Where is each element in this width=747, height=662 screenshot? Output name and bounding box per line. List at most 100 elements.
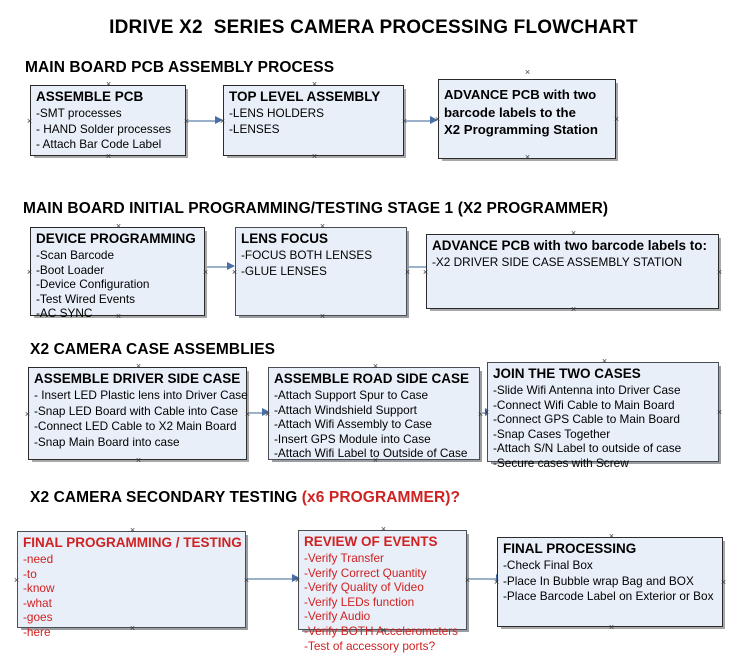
- anchor-handle-top[interactable]: [524, 69, 531, 76]
- anchor-handle-right[interactable]: [202, 269, 209, 276]
- box-line: -Snap Main Board into case: [34, 434, 180, 449]
- box-lens-focus[interactable]: LENS FOCUS -FOCUS BOTH LENSES -GLUE LENS…: [235, 227, 407, 316]
- anchor-handle-top[interactable]: [311, 81, 318, 88]
- connector-lens-focus-to-advance-pcb-driver: [409, 266, 431, 268]
- anchor-handle-bottom[interactable]: [319, 313, 326, 320]
- anchor-handle-left[interactable]: [219, 118, 226, 125]
- box-title: LENS FOCUS: [241, 231, 329, 246]
- anchor-handle-right[interactable]: [716, 409, 723, 416]
- connector-final-programming-to-review-events: [248, 578, 296, 580]
- anchor-handle-left[interactable]: [294, 577, 301, 584]
- box-title: FINAL PROGRAMMING / TESTING: [23, 535, 242, 550]
- anchor-handle-left[interactable]: [26, 118, 33, 125]
- anchor-handle-top[interactable]: [115, 223, 122, 230]
- anchor-handle-top[interactable]: [319, 223, 326, 230]
- connector-review-events-to-final-processing: [469, 578, 502, 580]
- box-line: - Attach Bar Code Label: [36, 137, 162, 151]
- box-line: -Slide Wifi Antenna into Driver Case: [493, 383, 681, 397]
- page-title: IDRIVE X2 SERIES CAMERA PROCESSING FLOWC…: [109, 17, 638, 38]
- box-advance-pcb-programming-station[interactable]: ADVANCE PCB with two barcode labels to t…: [438, 79, 616, 159]
- anchor-handle-top[interactable]: [135, 363, 142, 370]
- box-line: -goes: [23, 610, 53, 625]
- anchor-handle-right[interactable]: [404, 269, 411, 276]
- anchor-handle-bottom[interactable]: [115, 313, 122, 320]
- box-line: -Verify LEDs function: [304, 594, 415, 609]
- box-top-level-assembly[interactable]: TOP LEVEL ASSEMBLY -LENS HOLDERS -LENSES: [223, 85, 404, 156]
- box-line: -Place Barcode Label on Exterior or Box: [503, 589, 714, 603]
- box-line: -X2 DRIVER SIDE CASE ASSEMBLY STATION: [432, 255, 683, 269]
- box-line: -Connect GPS Cable to Main Board: [493, 412, 680, 427]
- section-heading-text: MAIN BOARD PCB ASSEMBLY PROCESS: [25, 59, 335, 76]
- box-line: -SMT processes: [36, 106, 122, 120]
- anchor-handle-top[interactable]: [372, 363, 379, 370]
- box-advance-pcb-driver-side-station[interactable]: ADVANCE PCB with two barcode labels to: …: [426, 234, 719, 309]
- anchor-handle-bottom[interactable]: [608, 624, 615, 631]
- anchor-handle-top[interactable]: [570, 230, 577, 237]
- box-line: -Attach Windshield Support: [274, 402, 417, 417]
- anchor-handle-left[interactable]: [434, 116, 441, 123]
- anchor-handle-bottom[interactable]: [601, 459, 608, 466]
- anchor-handle-left[interactable]: [26, 269, 33, 276]
- section-heading-text: X2 CAMERA CASE ASSEMBLIES: [30, 341, 276, 358]
- connector-assemble-pcb-to-top-level: [188, 120, 218, 122]
- box-line: -LENSES: [229, 121, 280, 136]
- box-final-processing[interactable]: FINAL PROCESSING -Check Final Box -Place…: [497, 537, 723, 627]
- anchor-handle-right[interactable]: [613, 116, 620, 123]
- box-final-programming-testing[interactable]: FINAL PROGRAMMING / TESTING -need -to -k…: [17, 531, 246, 639]
- box-title: ASSEMBLE ROAD SIDE CASE: [274, 371, 470, 386]
- anchor-handle-top[interactable]: [380, 526, 387, 533]
- box-title: ASSEMBLE DRIVER SIDE CASE: [34, 371, 241, 386]
- box-assemble-driver-side-case[interactable]: ASSEMBLE DRIVER SIDE CASE - Insert LED P…: [28, 367, 248, 460]
- anchor-handle-left[interactable]: [493, 579, 500, 586]
- box-title: FINAL PROCESSING: [503, 541, 637, 556]
- box-line: -Verify Correct Quantity: [304, 565, 427, 580]
- box-title: ADVANCE PCB with two barcode labels to:: [432, 238, 708, 253]
- anchor-handle-right[interactable]: [720, 579, 727, 586]
- box-line: -Verify Transfer: [304, 551, 384, 565]
- box-line: -Attach Wifi Label to Outside of Case: [274, 446, 468, 461]
- box-line: -what: [23, 595, 52, 610]
- anchor-handle-left[interactable]: [264, 411, 271, 418]
- anchor-handle-bottom[interactable]: [105, 153, 112, 160]
- anchor-handle-bottom[interactable]: [135, 457, 142, 464]
- anchor-handle-bottom[interactable]: [380, 627, 387, 634]
- anchor-handle-bottom[interactable]: [524, 154, 531, 161]
- connector-driver-side-to-road-side: [249, 412, 265, 414]
- box-line: -Snap Cases Together: [493, 426, 611, 441]
- section-heading-x2-camera-secondary-testing: X2 CAMERA SECONDARY TESTING (x6 PROGRAMM…: [30, 489, 460, 507]
- box-line: -Verify Audio: [304, 609, 371, 624]
- anchor-handle-top[interactable]: [601, 358, 608, 365]
- anchor-handle-left[interactable]: [231, 269, 238, 276]
- anchor-handle-top[interactable]: [105, 81, 112, 88]
- section-heading-main-board-initial-programming: MAIN BOARD INITIAL PROGRAMMING/TESTING S…: [23, 200, 608, 218]
- box-device-programming[interactable]: DEVICE PROGRAMMING -Scan Barcode -Boot L…: [30, 227, 205, 320]
- box-line: -Test Wired Events: [36, 291, 135, 306]
- box-line-overflow: -Test of accessory ports?: [304, 638, 436, 653]
- box-assemble-pcb[interactable]: ASSEMBLE PCB -SMT processes - HAND Solde…: [30, 85, 186, 156]
- anchor-handle-left[interactable]: [24, 411, 31, 418]
- section-heading-text: X2 CAMERA SECONDARY TESTING: [30, 489, 302, 506]
- box-line: -Secure cases with Screw: [493, 455, 629, 470]
- box-line: -Boot Loader: [36, 262, 105, 277]
- box-line: -here: [23, 624, 51, 639]
- anchor-handle-left[interactable]: [483, 409, 490, 416]
- section-heading-main-board-pcb-assembly: MAIN BOARD PCB ASSEMBLY PROCESS: [25, 59, 334, 77]
- box-line: -FOCUS BOTH LENSES: [241, 248, 373, 262]
- anchor-handle-bottom[interactable]: [311, 153, 318, 160]
- anchor-handle-bottom[interactable]: [129, 625, 136, 632]
- box-assemble-road-side-case[interactable]: ASSEMBLE ROAD SIDE CASE -Attach Support …: [268, 367, 480, 460]
- box-line: -need: [23, 552, 54, 566]
- connector-top-level-to-advance-pcb: [406, 120, 433, 122]
- anchor-handle-right[interactable]: [716, 269, 723, 276]
- box-title: TOP LEVEL ASSEMBLY: [229, 89, 381, 104]
- box-line: -Attach Wifi Assembly to Case: [274, 417, 432, 432]
- anchor-handle-bottom[interactable]: [372, 457, 379, 464]
- box-review-of-events[interactable]: REVIEW OF EVENTS -Verify Transfer -Verif…: [298, 530, 467, 653]
- anchor-handle-top[interactable]: [608, 533, 615, 540]
- box-join-the-two-cases[interactable]: JOIN THE TWO CASES -Slide Wifi Antenna i…: [487, 362, 719, 470]
- anchor-handle-bottom[interactable]: [570, 306, 577, 313]
- box-line: -AC SYNC: [36, 306, 93, 321]
- anchor-handle-top[interactable]: [129, 527, 136, 534]
- anchor-handle-left[interactable]: [13, 577, 20, 584]
- anchor-handle-left[interactable]: [422, 269, 429, 276]
